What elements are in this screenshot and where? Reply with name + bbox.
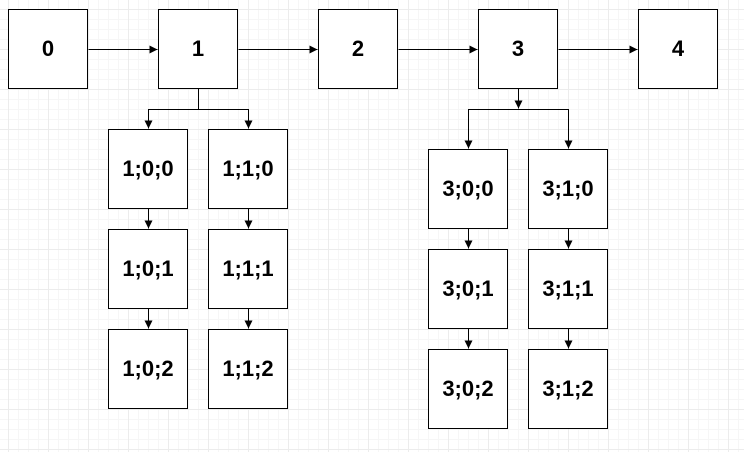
node-1-0-2: 1;0;2 [108,329,188,409]
node-0: 0 [8,9,88,89]
node-3-1-1: 3;1;1 [528,249,608,329]
node-1-1-2: 1;1;2 [208,329,288,409]
node-4: 4 [638,9,718,89]
node-2: 2 [318,9,398,89]
arrow-1-to-1-1-0 [198,109,253,129]
node-1-0-0: 1;0;0 [108,129,188,209]
node-1-1-0: 1;1;0 [208,129,288,209]
arrow-3-to-3-0-0 [464,109,519,149]
node-1-1-1: 1;1;1 [208,229,288,309]
arrow-1-to-1-0-0 [144,89,199,129]
node-1-0-1: 1;0;1 [108,229,188,309]
node-3-1-0: 3;1;0 [528,149,608,229]
node-3-0-1: 3;0;1 [428,249,508,329]
node-3: 3 [478,9,558,89]
node-1: 1 [158,9,238,89]
arrow-3-to-3-1-0 [518,109,573,149]
node-3-0-0: 3;0;0 [428,149,508,229]
node-3-0-2: 3;0;2 [428,349,508,429]
node-3-1-2: 3;1;2 [528,349,608,429]
